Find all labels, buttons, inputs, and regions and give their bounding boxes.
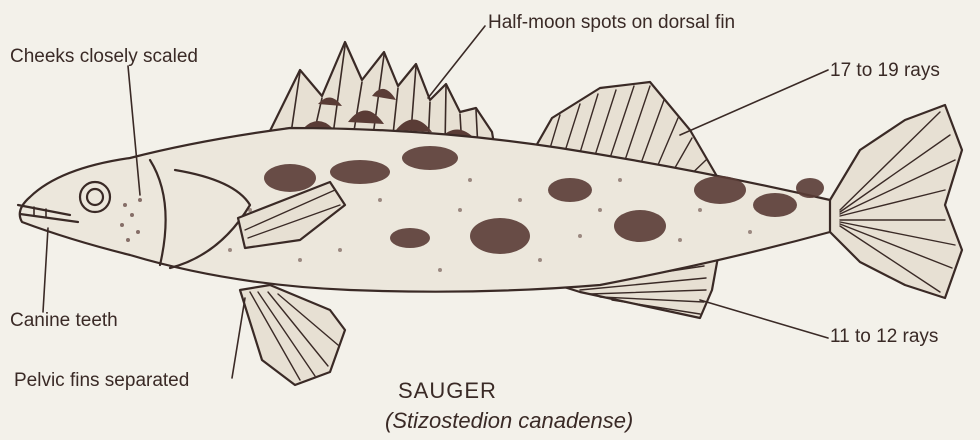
label-dorsal-spots: Half-moon spots on dorsal fin [488,12,735,34]
label-anal-rays: 11 to 12 rays [830,326,938,348]
scientific-name: (Stizostedion canadense) [385,408,633,434]
label-pelvic: Pelvic fins separated [14,370,189,392]
eye [80,182,110,212]
label-canine-teeth: Canine teeth [10,310,118,332]
common-name: SAUGER [398,378,497,404]
label-cheeks: Cheeks closely scaled [10,46,198,68]
pelvic-fin [240,285,345,385]
label-soft-dorsal-rays: 17 to 19 rays [830,60,940,82]
